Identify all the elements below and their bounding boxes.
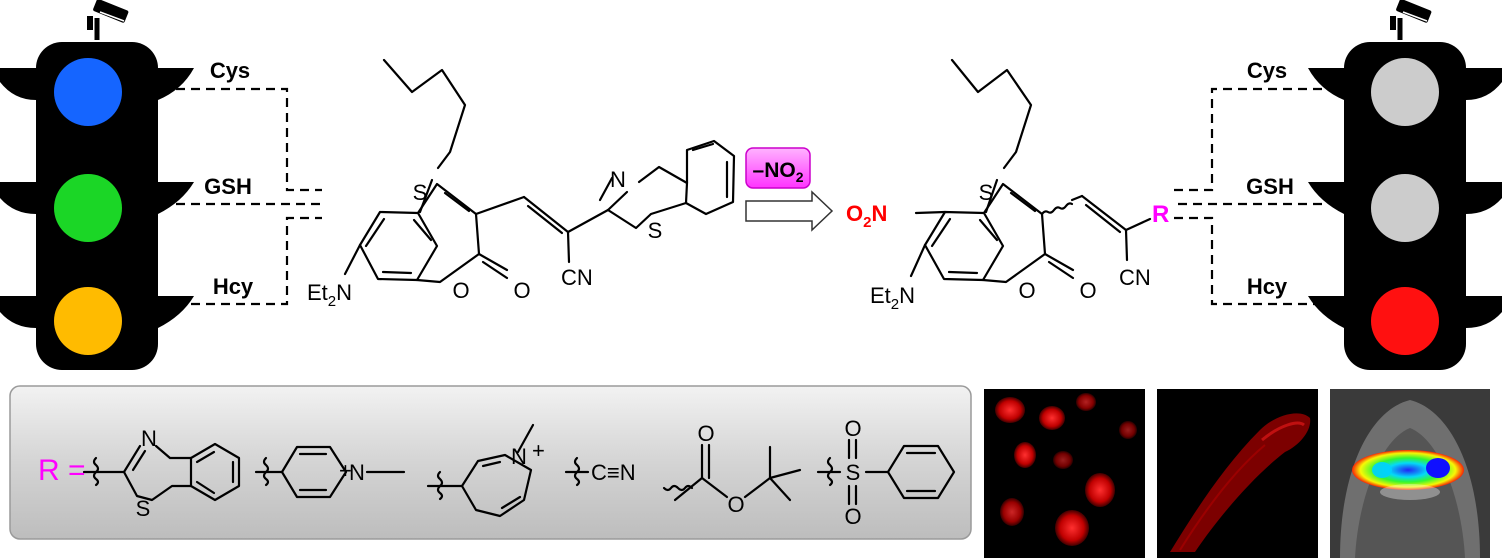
no2-badge: [745, 147, 811, 189]
light-left-middle: [54, 174, 122, 242]
analyte-label-gsh: GSH: [204, 174, 252, 199]
r-group-3-pyridinium: N +: [426, 423, 545, 518]
atom-n-thiazole: N: [610, 167, 626, 192]
atom-s: S: [846, 460, 861, 485]
camera-icon: [1390, 0, 1432, 40]
imaging-mouse: [1330, 389, 1490, 558]
atom-cn: CN: [1119, 265, 1151, 290]
probe-structure-right: S O O CN R O2N Et2N: [846, 58, 1169, 313]
r-group-4-pyridinium: + N: [254, 445, 406, 499]
atom-s: S: [413, 180, 428, 205]
atom-amine: Et2N: [870, 283, 915, 313]
atom-cyano: C≡N: [591, 460, 636, 485]
atom-amine: Et2N: [307, 280, 352, 310]
atom-o: O: [844, 416, 861, 441]
atom-o-carbonyl: O: [513, 278, 530, 303]
r-group-benzothiazolyl: N S: [82, 426, 241, 521]
imaging-cells: [984, 389, 1145, 558]
atom-o-ring: O: [452, 278, 469, 303]
r-group-phenylsulfonyl: S O O: [816, 416, 956, 529]
atom-s-thiazole: S: [648, 218, 663, 243]
analyte-label-gsh: GSH: [1246, 174, 1294, 199]
traffic-light-left: [0, 0, 194, 370]
light-right-top: [1371, 58, 1439, 126]
r-equals-label: R =: [38, 454, 86, 487]
analyte-label-cys: Cys: [1247, 58, 1287, 83]
r-group-tbutyl-ester: O O: [662, 421, 802, 517]
analyte-label-hcy: Hcy: [1247, 274, 1288, 299]
atom-o: O: [844, 504, 861, 529]
atom-s: S: [979, 180, 994, 205]
atom-o-ring: O: [1018, 278, 1035, 303]
atom-s: S: [136, 496, 151, 521]
plus-charge: +: [532, 438, 545, 463]
atom-nitro: O2N: [846, 201, 887, 231]
traffic-light-right: [1308, 0, 1502, 370]
atom-o-carbonyl: O: [697, 421, 714, 446]
analyte-label-hcy: Hcy: [213, 274, 254, 299]
connectors-right: Cys GSH Hcy: [1173, 58, 1322, 306]
light-left-top: [54, 58, 122, 126]
light-right-middle: [1371, 174, 1439, 242]
r-group-panel: R = N S + N: [9, 385, 972, 540]
light-left-bottom: [54, 287, 122, 355]
light-right-bottom: [1371, 287, 1439, 355]
atom-n: N: [511, 444, 527, 469]
atom-o-carbonyl: O: [1079, 278, 1096, 303]
atom-n: N: [349, 460, 365, 485]
imaging-zebrafish: [1157, 389, 1318, 558]
analyte-label-cys: Cys: [210, 58, 250, 83]
nitro-modification: –NO2: [745, 147, 834, 232]
no2-label: –NO2: [753, 159, 804, 185]
reaction-arrow: [745, 190, 834, 232]
connectors-left: Cys GSH Hcy: [176, 58, 322, 306]
r-group-cyano: C≡N: [564, 456, 636, 487]
camera-icon: [87, 0, 129, 40]
atom-cn: CN: [561, 265, 593, 290]
atom-n: N: [141, 426, 157, 451]
probe-structure-left: S O O CN N S Et2N: [307, 58, 736, 310]
atom-o-ester: O: [727, 492, 744, 517]
plus-charge: +: [339, 458, 352, 483]
atom-r: R: [1152, 201, 1169, 228]
